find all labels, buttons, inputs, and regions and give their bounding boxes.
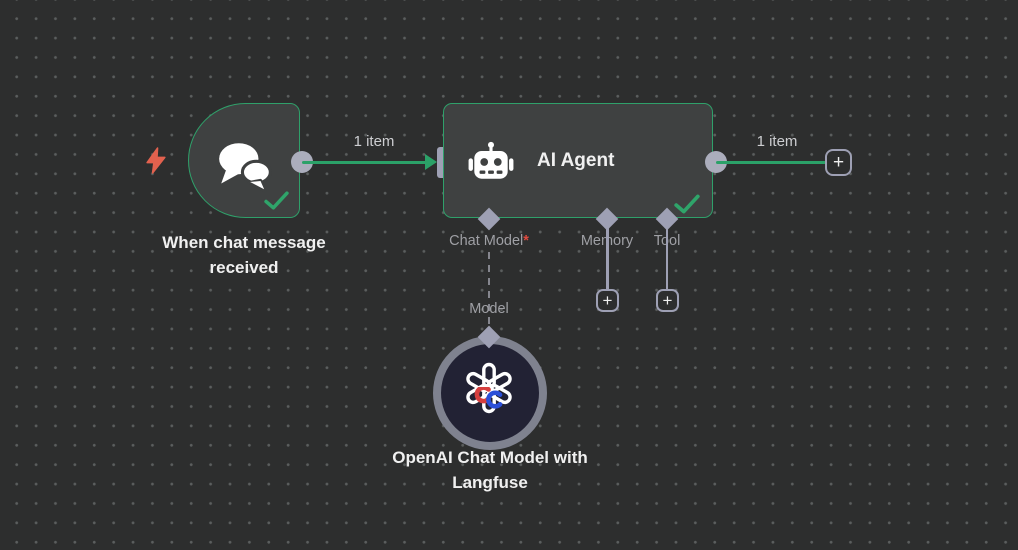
success-check-icon bbox=[674, 194, 700, 214]
connection-agent-output bbox=[716, 160, 826, 164]
langfuse-badge-icon bbox=[474, 387, 503, 409]
chat-trigger-node[interactable] bbox=[188, 103, 300, 218]
add-memory-button[interactable]: + bbox=[596, 289, 619, 312]
connection-model-dashed bbox=[487, 252, 491, 330]
required-asterisk: * bbox=[523, 233, 529, 249]
memory-stub-line bbox=[606, 227, 609, 290]
agent-input-port[interactable] bbox=[437, 147, 448, 178]
success-check-icon bbox=[264, 191, 289, 210]
connection-trigger-to-agent bbox=[302, 160, 428, 164]
ai-agent-node[interactable] bbox=[443, 103, 713, 218]
add-next-node-button[interactable]: + bbox=[825, 149, 852, 176]
connection-item-count: 1 item bbox=[353, 133, 395, 150]
lightning-bolt-icon bbox=[146, 147, 166, 174]
robot-icon bbox=[468, 141, 514, 179]
model-node-label: OpenAI Chat Model with Langfuse bbox=[392, 448, 588, 492]
add-tool-button[interactable]: + bbox=[656, 289, 679, 312]
trigger-node-label: When chat message received bbox=[162, 233, 326, 277]
ai-agent-title: AI Agent bbox=[537, 149, 615, 171]
chat-bubbles-icon bbox=[219, 143, 272, 193]
connection-item-count: 1 item bbox=[756, 133, 798, 150]
chat-model-port-label: Chat Model* bbox=[429, 233, 549, 249]
connection-arrowhead bbox=[425, 154, 437, 170]
tool-stub-line bbox=[665, 227, 669, 290]
model-port-label: Model bbox=[469, 301, 509, 317]
chat-model-label-text: Chat Model bbox=[449, 233, 524, 249]
